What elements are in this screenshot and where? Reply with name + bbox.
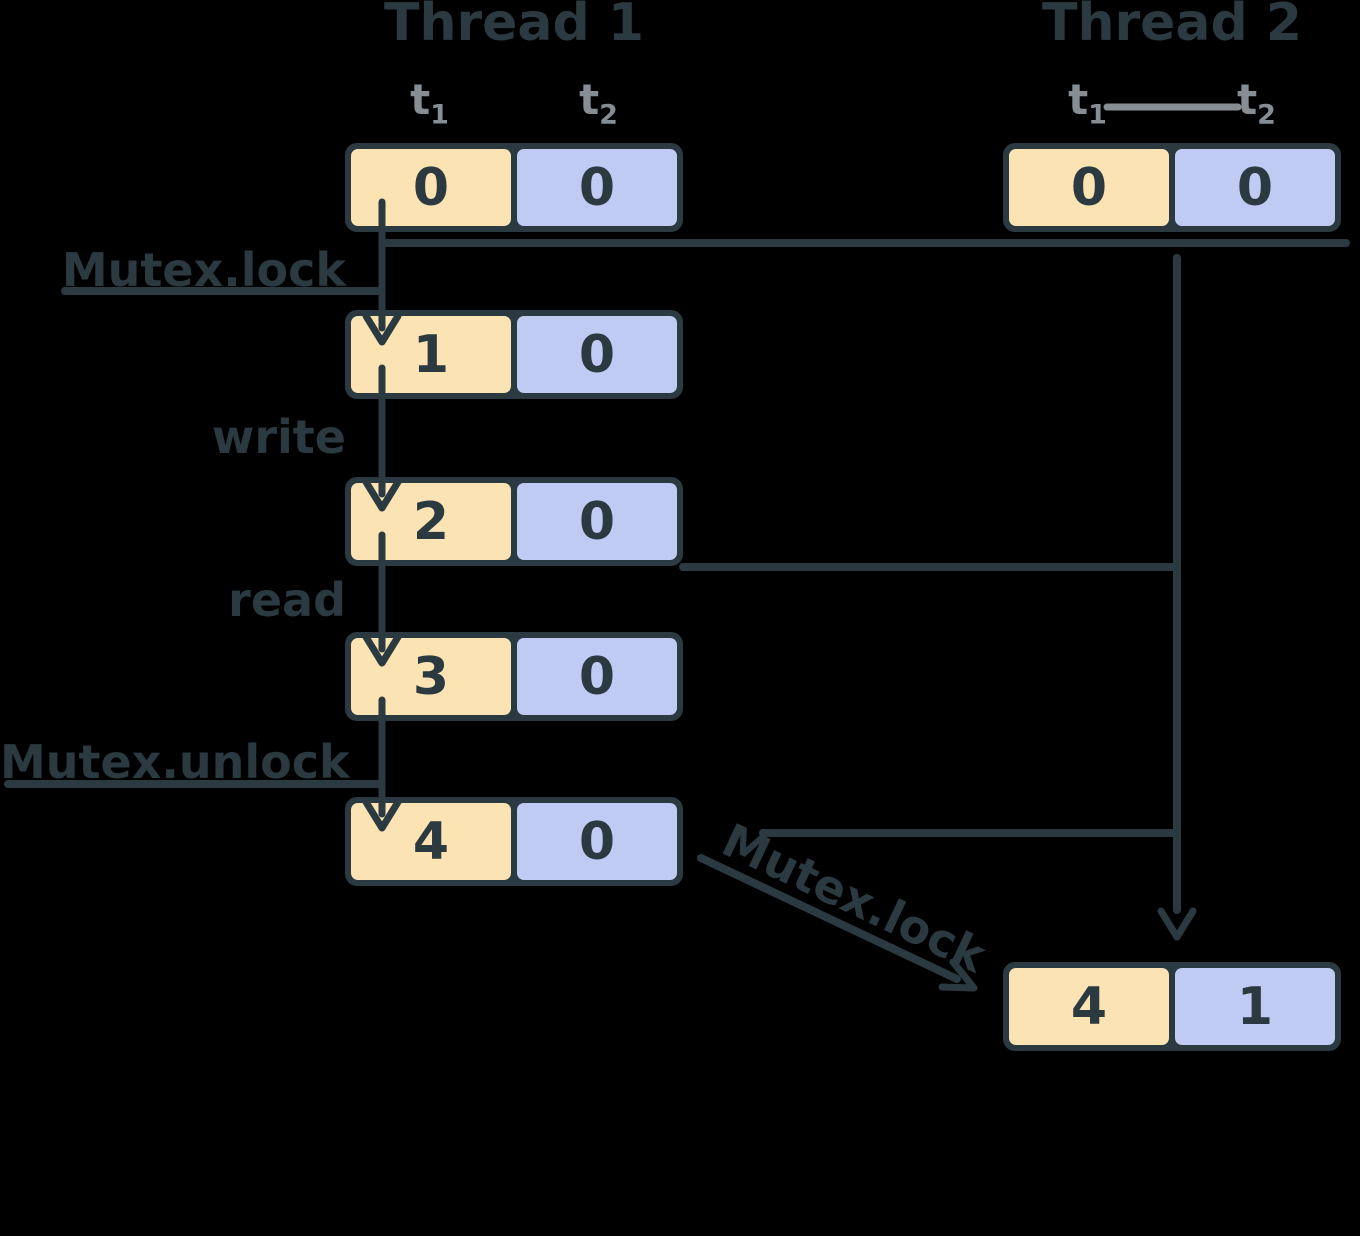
thread1-title: Thread 1 <box>384 0 644 53</box>
t2-component-cell: 1 <box>1175 968 1335 1045</box>
clock-t1-base: t <box>410 75 431 124</box>
thread2-timeline-arrowhead <box>1157 907 1197 941</box>
clock-t1-base: t <box>1068 75 1089 124</box>
clock-label-t1: t1 <box>1003 70 1172 130</box>
thread2-title: Thread 2 <box>1042 0 1302 53</box>
t2-component-cell: 0 <box>517 803 677 880</box>
clock-t2-sub: 2 <box>1257 99 1276 131</box>
thread1-state-4: 4 0 <box>345 797 683 886</box>
clock-t1-sub: 1 <box>1088 99 1107 131</box>
t2-component-cell: 0 <box>1175 149 1335 226</box>
t1-component-cell: 1 <box>351 316 511 393</box>
thread1-state-0: 0 0 <box>345 143 683 232</box>
transfer-label-mutex-lock: Mutex.lock <box>714 812 994 984</box>
thread1-clock-labels: t1 t2 <box>345 70 683 130</box>
clock-t2-base: t <box>1237 75 1258 124</box>
thread1-state-3: 3 0 <box>345 632 683 721</box>
t1-component-cell: 4 <box>351 803 511 880</box>
clock-label-t2: t2 <box>1172 70 1341 130</box>
t2-component-cell: 0 <box>517 483 677 560</box>
t1-component-cell: 3 <box>351 638 511 715</box>
step-label-mutex-lock: Mutex.lock <box>61 243 346 297</box>
t2-component-cell: 0 <box>517 149 677 226</box>
thread2-state-0: 0 0 <box>1003 143 1341 232</box>
clock-t2-base: t <box>579 75 600 124</box>
step-label-read: read <box>228 573 346 627</box>
thread1-state-1: 1 0 <box>345 310 683 399</box>
t1-component-cell: 0 <box>351 149 511 226</box>
t1-component-cell: 0 <box>1009 149 1169 226</box>
t2-component-cell: 0 <box>517 316 677 393</box>
clock-label-t1: t1 <box>345 70 514 130</box>
clock-label-t2: t2 <box>514 70 683 130</box>
t1-component-cell: 4 <box>1009 968 1169 1045</box>
clock-t2-sub: 2 <box>599 99 618 131</box>
t1-component-cell: 2 <box>351 483 511 560</box>
t2-component-cell: 0 <box>517 638 677 715</box>
step-label-mutex-unlock: Mutex.unlock <box>0 735 350 789</box>
thread2-clock-labels: t1 t2 <box>1003 70 1341 130</box>
thread1-state-2: 2 0 <box>345 477 683 566</box>
thread2-state-1: 4 1 <box>1003 962 1341 1051</box>
clock-t1-sub: 1 <box>430 99 449 131</box>
step-label-write: write <box>211 410 346 464</box>
